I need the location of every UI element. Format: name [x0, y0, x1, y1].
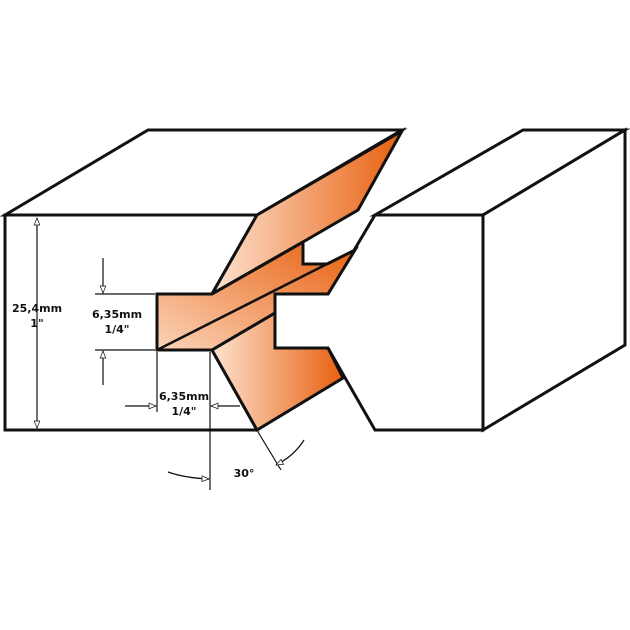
angle-label: 30°	[233, 467, 255, 480]
tenon-depth-label: 6,35mm 1/4"	[159, 389, 209, 419]
tenon-depth-metric: 6,35mm	[158, 390, 210, 403]
angle-arc-left	[167, 471, 210, 483]
tenon-height-label: 6,35mm 1/4"	[92, 307, 142, 337]
dovetail-cut-bottom	[209, 310, 345, 433]
total-height-label: 25,4mm 1"	[12, 301, 62, 331]
total-height-imperial: 1"	[30, 317, 44, 330]
tenon-depth-imperial: 1/4"	[171, 405, 197, 418]
angle-arc-right	[275, 439, 305, 466]
total-height-metric: 25,4mm	[11, 302, 63, 315]
tenon-height-metric: 6,35mm	[91, 308, 143, 321]
dovetail-cut-top	[207, 126, 406, 299]
tenon-height-imperial: 1/4"	[104, 323, 130, 336]
